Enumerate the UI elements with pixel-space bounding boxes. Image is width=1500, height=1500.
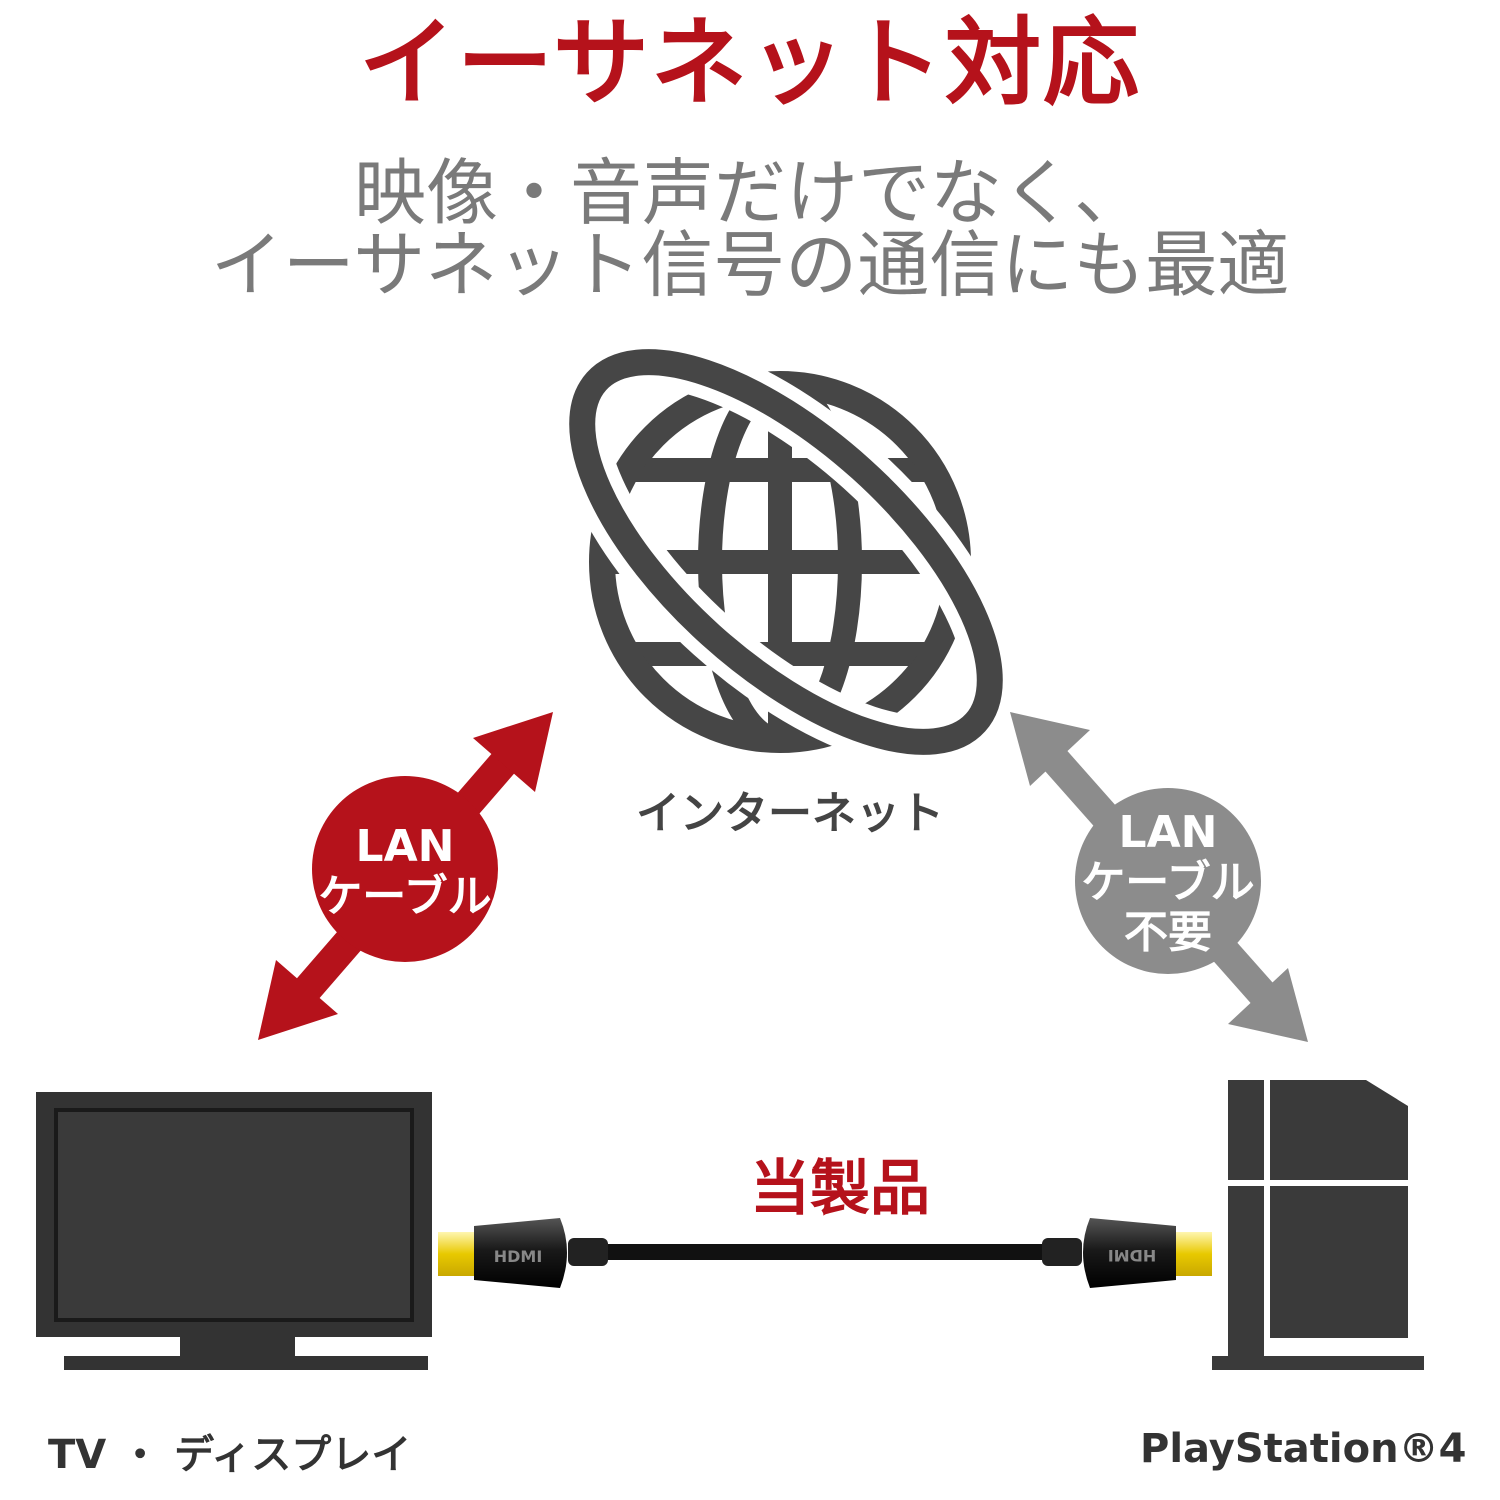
product-label: 当製品 (750, 1154, 930, 1224)
subtitle-line-2: イーサネット信号の通信にも最適 (210, 223, 1290, 307)
lan-badge-line-1: LAN (355, 821, 455, 872)
lan-cable-badge-text: LAN ケーブル (312, 822, 498, 922)
hdmi-logo-right: HDMI (1108, 1246, 1157, 1265)
console-icon (1212, 1080, 1424, 1370)
hdmi-cable-icon: HDMI HDMI (438, 1218, 1212, 1288)
gray-badge-line-2: ケーブル (1081, 857, 1255, 908)
gray-badge-line-1: LAN (1118, 807, 1218, 858)
gray-badge-line-3: 不要 (1124, 907, 1212, 958)
tv-icon (36, 1092, 432, 1370)
globe-orbit-icon (556, 336, 1016, 768)
hdmi-logo-left: HDMI (494, 1247, 543, 1266)
lan-cable-badge (312, 776, 498, 962)
page-title: イーサネット対応 (358, 7, 1142, 119)
subtitle-line-1: 映像・音声だけでなく、 (353, 151, 1146, 235)
console-label: PlayStation®4 (1140, 1426, 1467, 1472)
lan-not-required-badge-text: LAN ケーブル 不要 (1075, 808, 1261, 958)
tv-label: TV ・ ディスプレイ (48, 1432, 412, 1478)
lan-badge-line-2: ケーブル (318, 871, 492, 922)
lan-not-required-badge (1075, 788, 1261, 974)
internet-label: インターネット (636, 788, 944, 839)
